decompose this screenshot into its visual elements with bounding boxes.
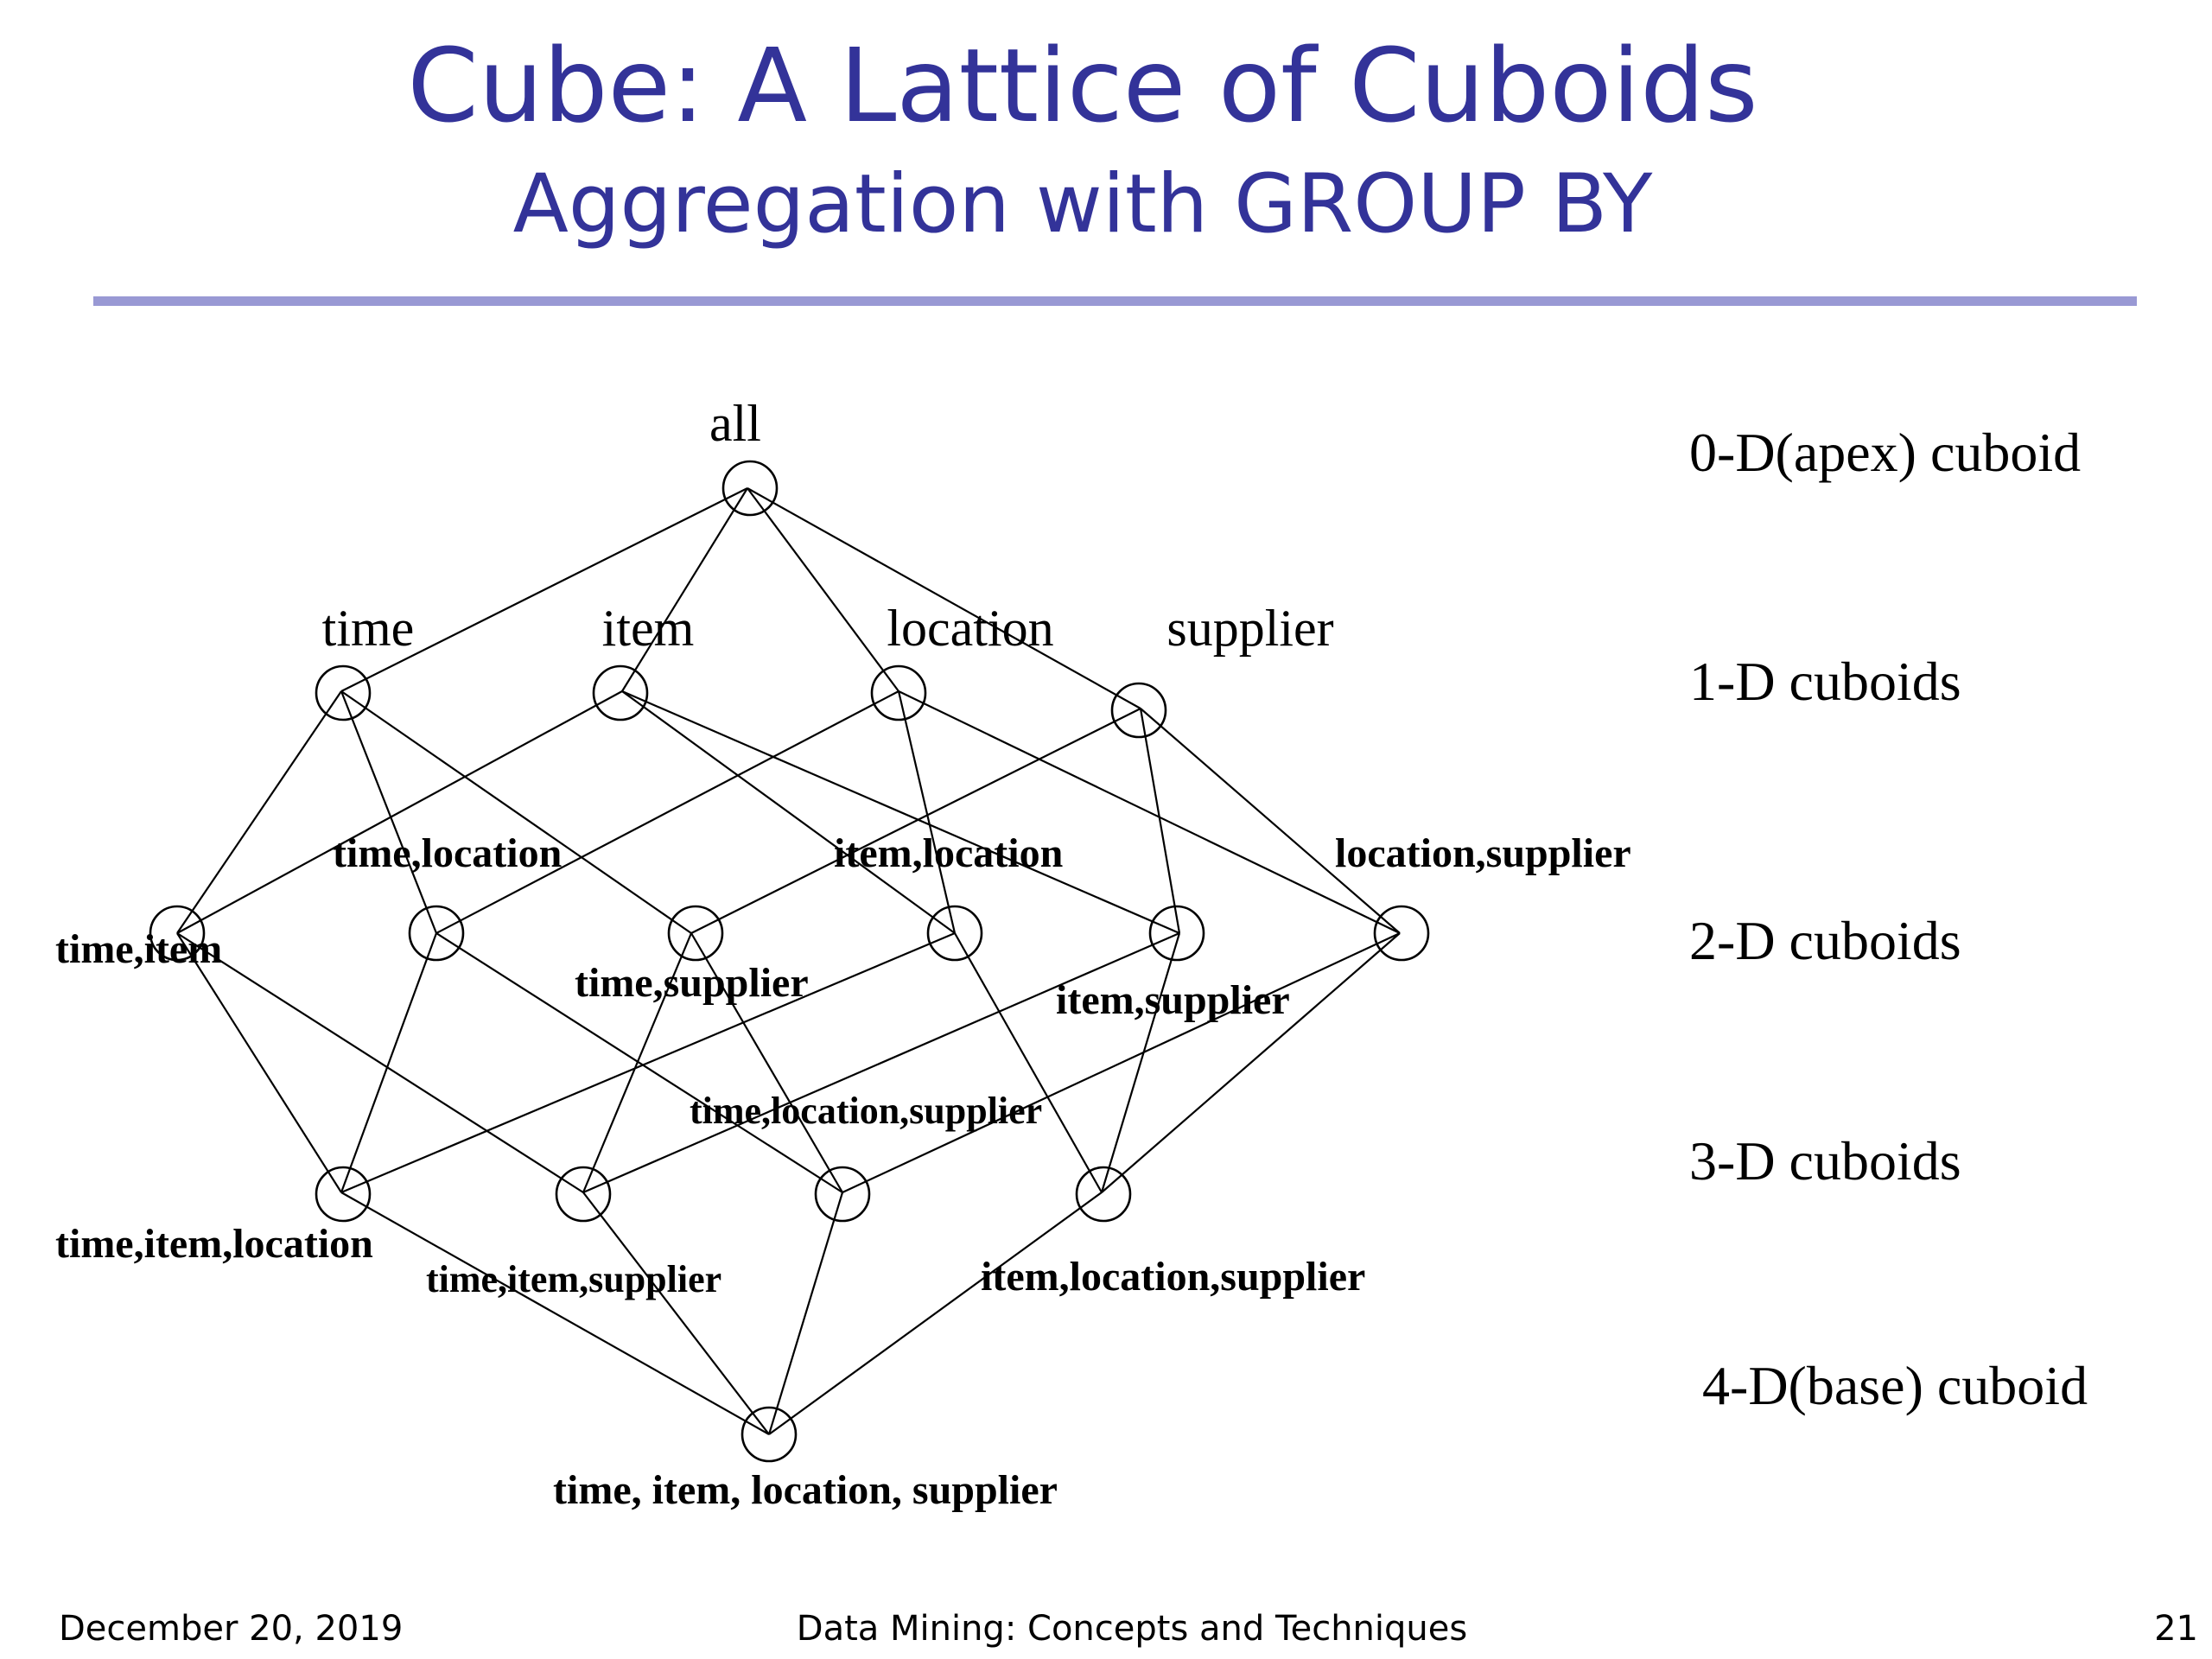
edge-time-time-item [176, 690, 342, 934]
label-time-location-supplier: time,location,supplier [690, 1090, 1042, 1132]
label-supplier: supplier [1166, 600, 1333, 657]
label-all: all [709, 395, 761, 452]
label-time-supplier: time,supplier [575, 960, 809, 1006]
edge-is-tis [582, 931, 1180, 1194]
label-time-item-location: time,item,location [55, 1221, 373, 1267]
level-label-0d: 0-D(apex) cuboid [1689, 422, 2081, 483]
label-time: time [322, 600, 415, 657]
edge-item-time-item [176, 690, 623, 934]
edge-all-supplier [747, 487, 1141, 709]
edge-tl-tls [435, 932, 843, 1193]
label-location: location [887, 600, 1053, 657]
label-base: time, item, location, supplier [553, 1467, 1058, 1513]
edge-tl-til [340, 932, 438, 1193]
node-time-item-supplier [555, 1166, 612, 1223]
lattice-edges [176, 487, 1401, 1435]
node-base [741, 1406, 798, 1463]
node-item [592, 664, 649, 721]
edge-all-time [340, 487, 748, 692]
node-time-supplier [667, 905, 724, 962]
label-time-location: time,location [333, 830, 562, 876]
slide-subtitle: Aggregation with GROUP BY [512, 157, 1653, 251]
edge-all-item [621, 487, 748, 692]
edge-all-location [747, 487, 899, 692]
node-item-location [926, 905, 983, 962]
edge-time-time-supplier [340, 690, 692, 934]
lattice-nodes [149, 460, 1430, 1463]
level-label-1d: 1-D cuboids [1689, 651, 1961, 712]
node-item-supplier [1148, 905, 1205, 962]
footer-course-title: Data Mining: Concepts and Techniques [796, 1609, 1468, 1649]
edge-supplier-item-supplier [1139, 708, 1181, 934]
edge-tis-base [582, 1192, 770, 1435]
node-labels: all time item location supplier time,ite… [55, 395, 1631, 1513]
label-item-supplier: item,supplier [1056, 977, 1290, 1023]
edge-ls-ils [1101, 932, 1401, 1193]
label-time-item: time,item [55, 926, 222, 972]
edge-item-item-supplier [621, 690, 1180, 935]
node-time-item [149, 905, 206, 962]
node-item-location-supplier [1075, 1166, 1132, 1223]
level-labels: 0-D(apex) cuboid 1-D cuboids 2-D cuboids… [1689, 422, 2088, 1416]
label-location-supplier: location,supplier [1335, 830, 1631, 876]
node-time-location [408, 905, 465, 962]
node-all [721, 460, 779, 517]
edge-item-item-location [621, 690, 956, 934]
edge-location-item-location [897, 690, 957, 934]
node-supplier [1110, 682, 1167, 739]
edge-ls-tls [842, 932, 1401, 1193]
edge-ti-tis [176, 932, 584, 1193]
edge-location-time-location [435, 690, 899, 934]
edge-ti-til [176, 932, 342, 1193]
node-location [870, 664, 927, 721]
label-item-location: item,location [834, 830, 1063, 876]
footer-page-number: 21 [2154, 1609, 2198, 1649]
title-divider [93, 296, 2137, 306]
footer-date: December 20, 2019 [59, 1609, 404, 1649]
level-label-4d: 4-D(base) cuboid [1702, 1355, 2088, 1416]
node-location-supplier [1373, 905, 1430, 962]
node-time [315, 664, 372, 721]
edge-il-til [340, 931, 956, 1194]
edge-ts-tls [690, 932, 843, 1193]
edge-time-time-location [340, 690, 438, 934]
label-item: item [602, 600, 695, 657]
edge-tls-base [767, 1192, 844, 1435]
edge-is-ils [1100, 932, 1181, 1193]
node-time-location-supplier [814, 1166, 871, 1223]
edge-ts-tis [582, 932, 693, 1193]
label-time-item-supplier: time,item,supplier [426, 1258, 721, 1300]
edge-supplier-location-supplier [1140, 708, 1401, 934]
edge-location-location-supplier [898, 690, 1401, 934]
level-label-2d: 2-D cuboids [1689, 910, 1961, 971]
edge-til-base [340, 1192, 770, 1435]
level-label-3d: 3-D cuboids [1689, 1130, 1961, 1192]
edge-ils-base [768, 1192, 1103, 1435]
edge-supplier-time-supplier [690, 708, 1141, 934]
label-item-location-supplier: item,location,supplier [981, 1254, 1365, 1300]
slide-title: Cube: A Lattice of Cuboids [407, 26, 1758, 145]
edge-il-ils [954, 932, 1103, 1193]
node-time-item-location [315, 1166, 372, 1223]
